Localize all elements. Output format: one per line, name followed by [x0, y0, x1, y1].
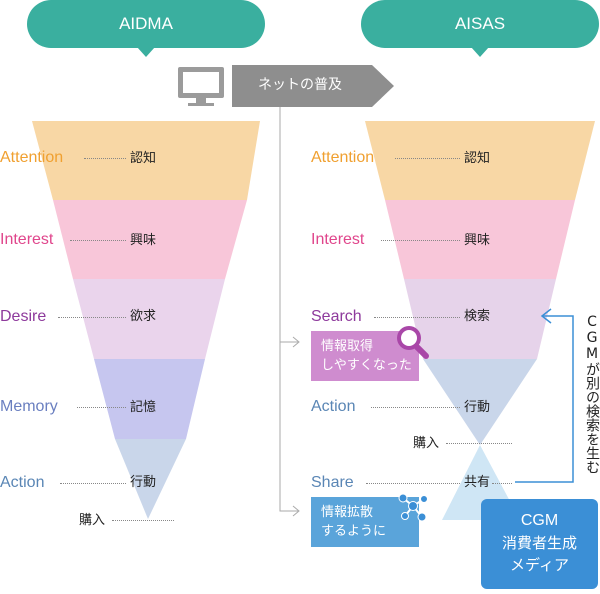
aidma-band-desire [73, 279, 225, 359]
aisas-band-search [404, 279, 556, 359]
aidma-jp-interest: 興味 [130, 233, 157, 248]
aisas-purchase: 購入 [413, 436, 440, 451]
aisas-label-search: Search [311, 308, 362, 325]
network-share-icon [398, 493, 428, 522]
aisas-band-interest [385, 200, 575, 279]
aisas-label-share: Share [311, 474, 354, 491]
share-callout-line2: するように [321, 524, 387, 539]
aisas-jp-interest: 興味 [464, 233, 491, 248]
aidma-band-memory [94, 359, 205, 439]
aidma-label-action: Action [0, 474, 45, 491]
aisas-label-attention: Attention [311, 149, 375, 166]
search-callout-line2: しやすくなった [321, 358, 412, 373]
aisas-label-interest: Interest [311, 231, 365, 248]
aidma-dots-desire [58, 317, 126, 318]
aisas-dots-interest [381, 240, 460, 241]
aidma-jp-memory: 記憶 [130, 400, 157, 415]
aisas-dots-share-right [492, 483, 512, 484]
monitor-icon [178, 67, 224, 106]
aisas-title: AISAS [361, 0, 599, 57]
aisas-band-action [423, 359, 537, 445]
aidma-label-memory: Memory [0, 398, 58, 415]
aisas-jp-attention: 認知 [464, 151, 491, 166]
aidma-dots-interest [70, 240, 126, 241]
aidma-jp-attention: 認知 [130, 151, 157, 166]
aidma-band-action [115, 439, 186, 519]
aisas-jp-action: 行動 [464, 400, 491, 415]
magnifier-icon [397, 326, 429, 359]
aisas-dots-attention [395, 158, 460, 159]
aidma-dots-memory [77, 407, 126, 408]
aisas-dots-purchase [446, 443, 512, 444]
aisas-dots-action [371, 407, 460, 408]
share-callout-line1: 情報拡散 [321, 505, 374, 520]
aidma-band-interest [53, 200, 247, 279]
aisas-band-attention [365, 121, 595, 200]
aidma-jp-desire: 欲求 [130, 309, 157, 324]
aisas-jp-search: 検索 [464, 309, 491, 324]
aidma-purchase: 購入 [79, 513, 106, 528]
aisas-dots-search [374, 317, 460, 318]
aidma-jp-action: 行動 [130, 475, 157, 490]
spread-label: ネットの普及 [258, 77, 342, 93]
aidma-label-interest: Interest [0, 231, 54, 248]
cgm-box-line1: CGM [520, 512, 559, 529]
search-callout-line1: 情報取得 [321, 339, 374, 354]
aidma-dots-purchase [112, 520, 174, 521]
aidma-title: AIDMA [27, 0, 265, 57]
aidma-dots-attention [84, 158, 126, 159]
share-callout: 情報拡散 するように [311, 497, 419, 547]
cgm-vertical-text: CGMが別の検索を生む [584, 314, 600, 474]
aidma-label-attention: Attention [0, 149, 64, 166]
aisas-dots-share [366, 483, 460, 484]
spread-arrow [232, 65, 394, 107]
aidma-band-attention [32, 121, 260, 200]
cgm-box-line2: 消費者生成 [501, 534, 577, 552]
aisas-label-action: Action [311, 398, 356, 415]
aidma-label-desire: Desire [0, 308, 47, 325]
cgm-box: CGM 消費者生成 メディア [481, 499, 598, 589]
cgm-box-line3: メディア [510, 556, 569, 574]
aisas-jp-share: 共有 [464, 475, 491, 490]
aidma-dots-action [60, 483, 126, 484]
